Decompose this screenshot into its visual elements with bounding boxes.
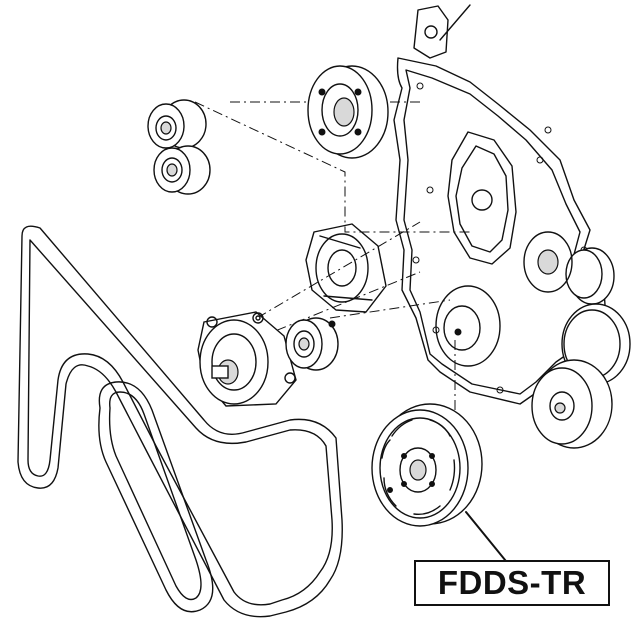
accessory-pulleys [523, 231, 631, 449]
engine-timing-cover [393, 4, 607, 405]
crankshaft-pulley [371, 403, 483, 527]
upper-idler-pulley [307, 65, 389, 159]
tensioner-pulley [285, 317, 339, 371]
small-idler-pulleys [147, 99, 211, 195]
part-number-label: FDDS-TR [414, 560, 610, 606]
tensioner-bracket [305, 223, 387, 313]
belt-tensioner [197, 311, 297, 407]
part-leader-line [465, 511, 511, 567]
serpentine-belt [17, 225, 343, 618]
